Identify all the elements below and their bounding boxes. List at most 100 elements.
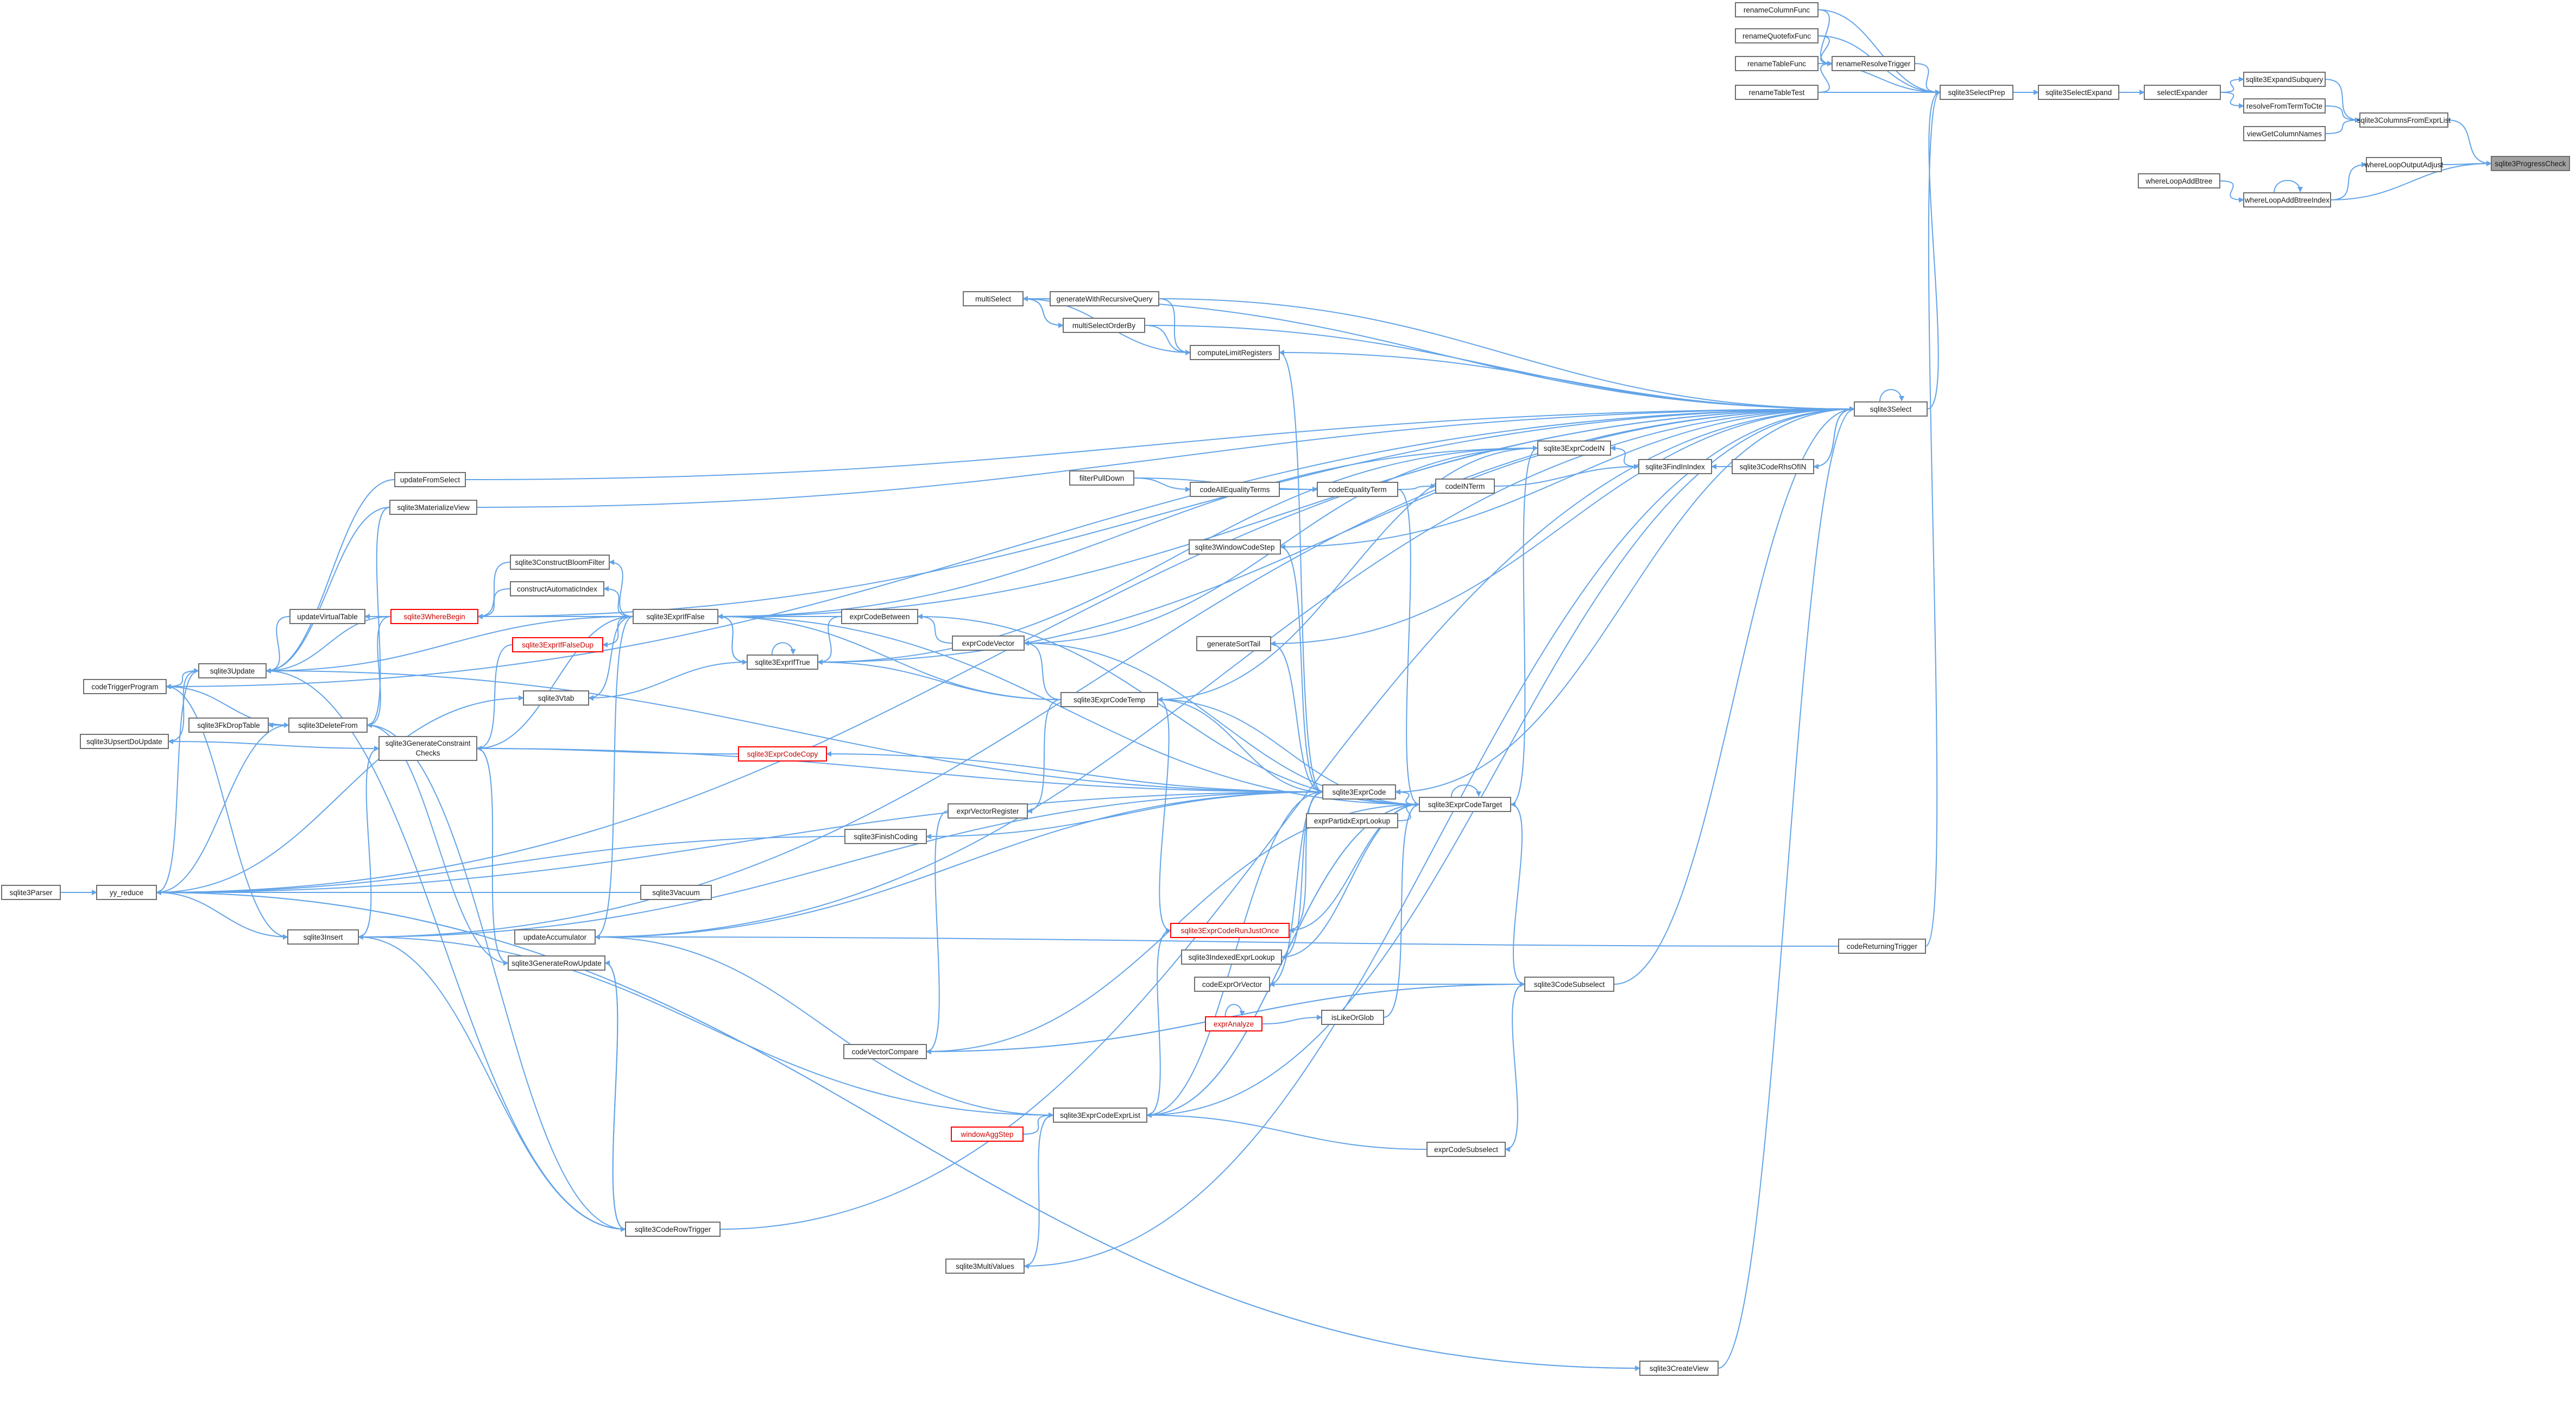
node-sqlite3-create-view[interactable]: sqlite3CreateView <box>1639 1361 1719 1376</box>
node-expr-code-between[interactable]: exprCodeBetween <box>841 609 918 624</box>
node-box <box>1639 1361 1719 1376</box>
node-code-expr-or-vector[interactable]: codeExprOrVector <box>1194 977 1270 992</box>
node-label: sqlite3ExprCodeTarget <box>1428 801 1502 809</box>
node-sqlite3-insert[interactable]: sqlite3Insert <box>287 929 359 945</box>
node-label: sqlite3FkDropTable <box>197 721 260 729</box>
edge-code-returning-trigger-to-sqlite3-select-prep <box>1925 90 1941 947</box>
node-sqlite3-vtab[interactable]: sqlite3Vtab <box>523 690 589 706</box>
node-sqlite3-select-prep[interactable]: sqlite3SelectPrep <box>1940 85 2013 100</box>
node-sqlite3-fk-drop-table[interactable]: sqlite3FkDropTable <box>188 718 269 733</box>
node-generate-sort-tail[interactable]: generateSortTail <box>1196 636 1271 651</box>
node-expr-code-vector[interactable]: exprCodeVector <box>952 636 1025 651</box>
node-compute-limit-registers[interactable]: computeLimitRegisters <box>1190 345 1280 360</box>
node-sqlite3-expr-if-false[interactable]: sqlite3ExprIfFalse <box>633 609 718 624</box>
node-where-loop-add-btree-index[interactable]: whereLoopAddBtreeIndex <box>2243 192 2331 207</box>
node-rename-resolve-trigger[interactable]: renameResolveTrigger <box>1832 56 1915 71</box>
node-code-returning-trigger[interactable]: codeReturningTrigger <box>1838 939 1926 954</box>
node-sqlite3-construct-bloom-filter[interactable]: sqlite3ConstructBloomFilter <box>510 555 610 570</box>
node-generate-with-recursive-query[interactable]: generateWithRecursiveQuery <box>1050 291 1159 306</box>
node-code-interm[interactable]: codeINTerm <box>1435 479 1495 494</box>
node-sqlite3-code-subselect[interactable]: sqlite3CodeSubselect <box>1524 977 1614 992</box>
node-label: whereLoopAddBtreeIndex <box>2244 196 2329 204</box>
node-view-get-column-names[interactable]: viewGetColumnNames <box>2243 126 2326 141</box>
node-expr-vector-register[interactable]: exprVectorRegister <box>948 803 1028 819</box>
node-code-all-equality-terms[interactable]: codeAllEqualityTerms <box>1190 482 1280 497</box>
node-label: sqlite3CodeSubselect <box>1534 980 1605 989</box>
node-expr-code-subselect[interactable]: exprCodeSubselect <box>1426 1142 1506 1157</box>
edge-sqlite3-materialize-view-to-sqlite3-update <box>266 507 390 674</box>
edge-rename-column-func-to-sqlite3-select-prep <box>1817 9 1941 95</box>
node-label: sqlite3ExprCodeTemp <box>1074 696 1145 704</box>
node-sqlite3-select[interactable]: sqlite3Select <box>1854 401 1928 417</box>
node-rename-quotefix-func[interactable]: renameQuotefixFunc <box>1735 28 1819 43</box>
node-box <box>948 803 1028 819</box>
node-box <box>1190 345 1280 360</box>
node-sqlite3-window-code-step[interactable]: sqlite3WindowCodeStep <box>1189 539 1281 555</box>
node-update-virtual-table[interactable]: updateVirtualTable <box>289 609 365 624</box>
node-update-accumulator[interactable]: updateAccumulator <box>514 929 596 945</box>
node-sqlite3-materialize-view[interactable]: sqlite3MaterializeView <box>389 500 477 515</box>
node-sqlite3-update[interactable]: sqlite3Update <box>198 663 267 678</box>
node-rename-column-func[interactable]: renameColumnFunc <box>1735 2 1819 17</box>
node-sqlite3-delete-from[interactable]: sqlite3DeleteFrom <box>288 718 368 733</box>
node-sqlite3-columns-from-expr-list[interactable]: sqlite3ColumnsFromExprList <box>2357 112 2451 128</box>
node-resolve-from-term-to-cte[interactable]: resolveFromTermToCte <box>2243 98 2326 114</box>
node-box <box>1735 56 1819 71</box>
node-select-expander[interactable]: selectExpander <box>2144 85 2221 100</box>
node-construct-automatic-index[interactable]: constructAutomaticIndex <box>510 581 604 596</box>
node-sqlite3-finish-coding[interactable]: sqlite3FinishCoding <box>844 829 927 844</box>
edge-sqlite3-expr-code-to-generate-sort-tail <box>1270 641 1323 792</box>
node-is-like-or-glob[interactable]: isLikeOrGlob <box>1321 1010 1384 1025</box>
edge-compute-limit-registers-to-sqlite3-expr-code <box>1279 352 1323 795</box>
node-where-loop-output-adjust[interactable]: whereLoopOutputAdjust <box>2364 157 2444 172</box>
node-sqlite3-expr-if-true[interactable]: sqlite3ExprIfTrue <box>747 655 818 670</box>
node-code-equality-term[interactable]: codeEqualityTerm <box>1317 482 1398 497</box>
node-sqlite3-code-rhs-of-in[interactable]: sqlite3CodeRhsOfIN <box>1732 459 1814 474</box>
node-sqlite3-code-row-trigger[interactable]: sqlite3CodeRowTrigger <box>625 1222 721 1237</box>
edge-sqlite3-select-to-generate-sort-tail <box>1270 408 1855 646</box>
node-expr-analyze[interactable]: exprAnalyze <box>1205 1016 1262 1031</box>
node-sqlite3-generate-row-update[interactable]: sqlite3GenerateRowUpdate <box>508 955 605 971</box>
node-sqlite3-expr-code-expr-list[interactable]: sqlite3ExprCodeExprList <box>1053 1108 1147 1123</box>
edge-sqlite3-expr-code-to-sqlite3-expr-code-copy <box>826 751 1323 792</box>
node-expr-partidx-expr-lookup[interactable]: exprPartidxExprLookup <box>1306 813 1398 828</box>
node-sqlite3-expr-code-copy[interactable]: sqlite3ExprCodeCopy <box>738 746 827 762</box>
node-sqlite3-expr-code[interactable]: sqlite3ExprCode <box>1322 784 1396 800</box>
node-sqlite3-expr-code-target[interactable]: sqlite3ExprCodeTarget <box>1419 797 1511 812</box>
edge-update-accumulator-to-sqlite3-select <box>595 406 1855 938</box>
node-sqlite3-vacuum[interactable]: sqlite3Vacuum <box>640 885 712 900</box>
node-box <box>2243 98 2326 114</box>
node-rename-table-test[interactable]: renameTableTest <box>1735 85 1819 100</box>
node-multi-select[interactable]: multiSelect <box>963 291 1024 306</box>
node-yy-reduce[interactable]: yy_reduce <box>96 885 157 900</box>
node-sqlite3-expr-code-temp[interactable]: sqlite3ExprCodeTemp <box>1060 692 1158 707</box>
node-sqlite3-upsert-do-update[interactable]: sqlite3UpsertDoUpdate <box>80 734 169 749</box>
edge-sqlite3-expr-if-true-to-sqlite3-select <box>817 406 1855 663</box>
node-update-from-select[interactable]: updateFromSelect <box>394 472 466 487</box>
node-window-agg-step[interactable]: windowAggStep <box>951 1127 1024 1142</box>
node-label: generateWithRecursiveQuery <box>1056 295 1152 303</box>
edge-sqlite3-code-row-trigger-to-sqlite3-generate-row-update <box>604 960 626 1230</box>
node-sqlite3-expr-code-in[interactable]: sqlite3ExprCodeIN <box>1537 441 1611 456</box>
node-sqlite3-indexed-expr-lookup[interactable]: sqlite3IndexedExprLookup <box>1181 949 1282 965</box>
node-sqlite3-parser[interactable]: sqlite3Parser <box>1 885 61 900</box>
node-sqlite3-expr-if-false-dup[interactable]: sqlite3ExprIfFalseDup <box>512 637 603 652</box>
node-sqlite3-where-begin[interactable]: sqlite3WhereBegin <box>390 609 478 624</box>
node-where-loop-add-btree[interactable]: whereLoopAddBtree <box>2138 173 2220 188</box>
node-rename-table-func[interactable]: renameTableFunc <box>1735 56 1819 71</box>
node-sqlite3-progress-check[interactable]: sqlite3ProgressCheck <box>2491 156 2570 171</box>
edge-sqlite3-finish-coding-to-yy-reduce <box>156 836 845 895</box>
node-sqlite3-select-expand[interactable]: sqlite3SelectExpand <box>2038 85 2119 100</box>
node-box <box>510 555 610 570</box>
node-sqlite3-expr-code-run-just-once[interactable]: sqlite3ExprCodeRunJustOnce <box>1170 923 1290 938</box>
node-sqlite3-multi-values[interactable]: sqlite3MultiValues <box>945 1259 1025 1274</box>
edge-sqlite3-materialize-view-to-sqlite3-select <box>476 406 1855 508</box>
node-code-vector-compare[interactable]: codeVectorCompare <box>843 1044 927 1059</box>
node-sqlite3-find-in-index[interactable]: sqlite3FindInIndex <box>1638 459 1712 474</box>
node-code-trigger-program[interactable]: codeTriggerProgram <box>83 679 167 694</box>
node-multi-select-order-by[interactable]: multiSelectOrderBy <box>1063 318 1145 333</box>
node-filter-pull-down[interactable]: filterPullDown <box>1069 470 1134 486</box>
node-sqlite3-expand-subquery[interactable]: sqlite3ExpandSubquery <box>2243 72 2326 87</box>
